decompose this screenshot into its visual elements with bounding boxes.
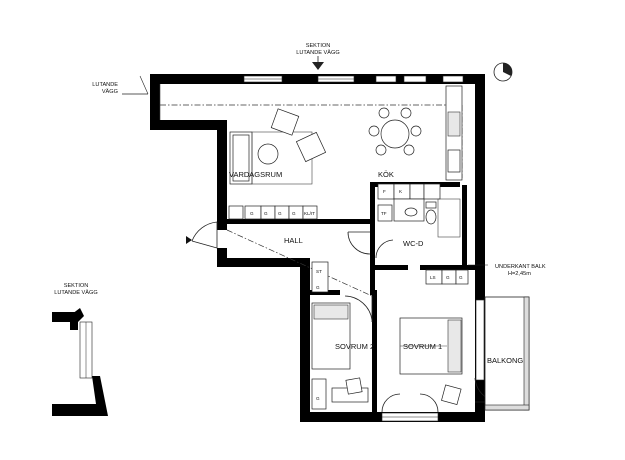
beam-label-2: H=2,45m [508,271,531,277]
hall-cabinet-4: G [292,211,296,216]
hall-cabinet-2: G [264,211,268,216]
north-arrow-icon [493,62,513,82]
tumble-dryer-label: TF [381,211,387,216]
freezer-label: K [399,189,403,194]
fixture-codes: G G G G KL/IT F K TF ST G G LS G G [250,189,463,401]
room-label-living: VARDAGSRUM [229,170,282,179]
room-label-bedroom2: SOVRUM 2 [335,342,374,351]
windows-top [243,75,464,83]
bedroom1-ls-label: LS [430,275,436,280]
hall-cabinet-1: G [250,211,254,216]
bedroom2-g2-label: G [316,396,320,401]
balcony-window [475,299,485,381]
section-detail [52,308,108,416]
beam-label-1: UNDERKANT BALK [495,264,546,270]
room-labels: VARDAGSRUM KÖK HALL WC-D SOVRUM 1 SOVRUM… [229,170,523,365]
annotations: SEKTION LUTANDE VÄGG LUTANDE VÄGG SEKTIO… [54,43,546,296]
sloped-wall-label-1: LUTANDE [92,82,118,88]
section-side-label-2: LUTANDE VÄGG [54,289,97,296]
windows-bottom [381,412,439,422]
room-label-hall: HALL [284,236,303,245]
bedroom1-g1-label: G [446,275,450,280]
room-label-bedroom1: SOVRUM 1 [403,342,442,351]
bedroom2-furniture [311,261,373,410]
sloped-wall-label-2: VÄGG [102,88,118,95]
hall-cabinet-3: G [278,211,282,216]
bedroom1-furniture [381,269,499,413]
bedroom2-g1-label: G [316,285,320,290]
section-top-label-2: LUTANDE VÄGG [296,49,339,56]
kitchen-furniture [368,85,463,200]
hall-furniture [186,205,371,255]
room-label-wc: WC-D [403,239,424,248]
wc-fixtures [375,198,461,259]
room-label-kitchen: KÖK [378,170,394,179]
living-furniture [228,108,327,220]
room-label-balcony: BALKONG [487,356,523,365]
section-side-label-1: SEKTION [64,283,89,289]
section-marker-top-icon [312,56,324,70]
section-top-label-1: SEKTION [306,43,331,49]
bedroom2-st-label: ST [316,269,322,274]
bedroom1-g2-label: G [459,275,463,280]
section-marker-left-icon [122,75,149,95]
balcony [484,296,530,411]
kl-it-label: KL/IT [304,211,315,216]
fridge-label: F [383,189,386,194]
